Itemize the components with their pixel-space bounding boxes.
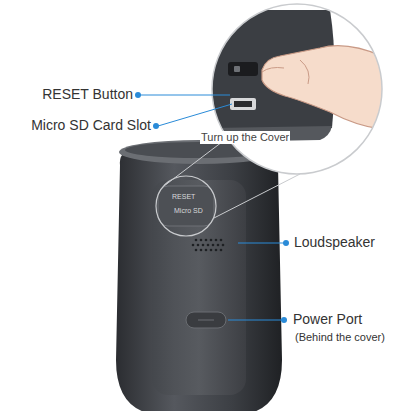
part-label: Power Port xyxy=(293,311,362,327)
instruction-note: Turn up the Cover xyxy=(200,131,290,144)
cover-marking: RESET xyxy=(171,193,196,201)
part-label: Micro SD Card Slot xyxy=(31,117,151,133)
cover-marking: Micro SD xyxy=(173,207,204,215)
part-label: Loudspeaker xyxy=(294,234,375,250)
part-note: (Behind the cover) xyxy=(295,331,385,344)
part-label: RESET Button xyxy=(42,86,133,102)
